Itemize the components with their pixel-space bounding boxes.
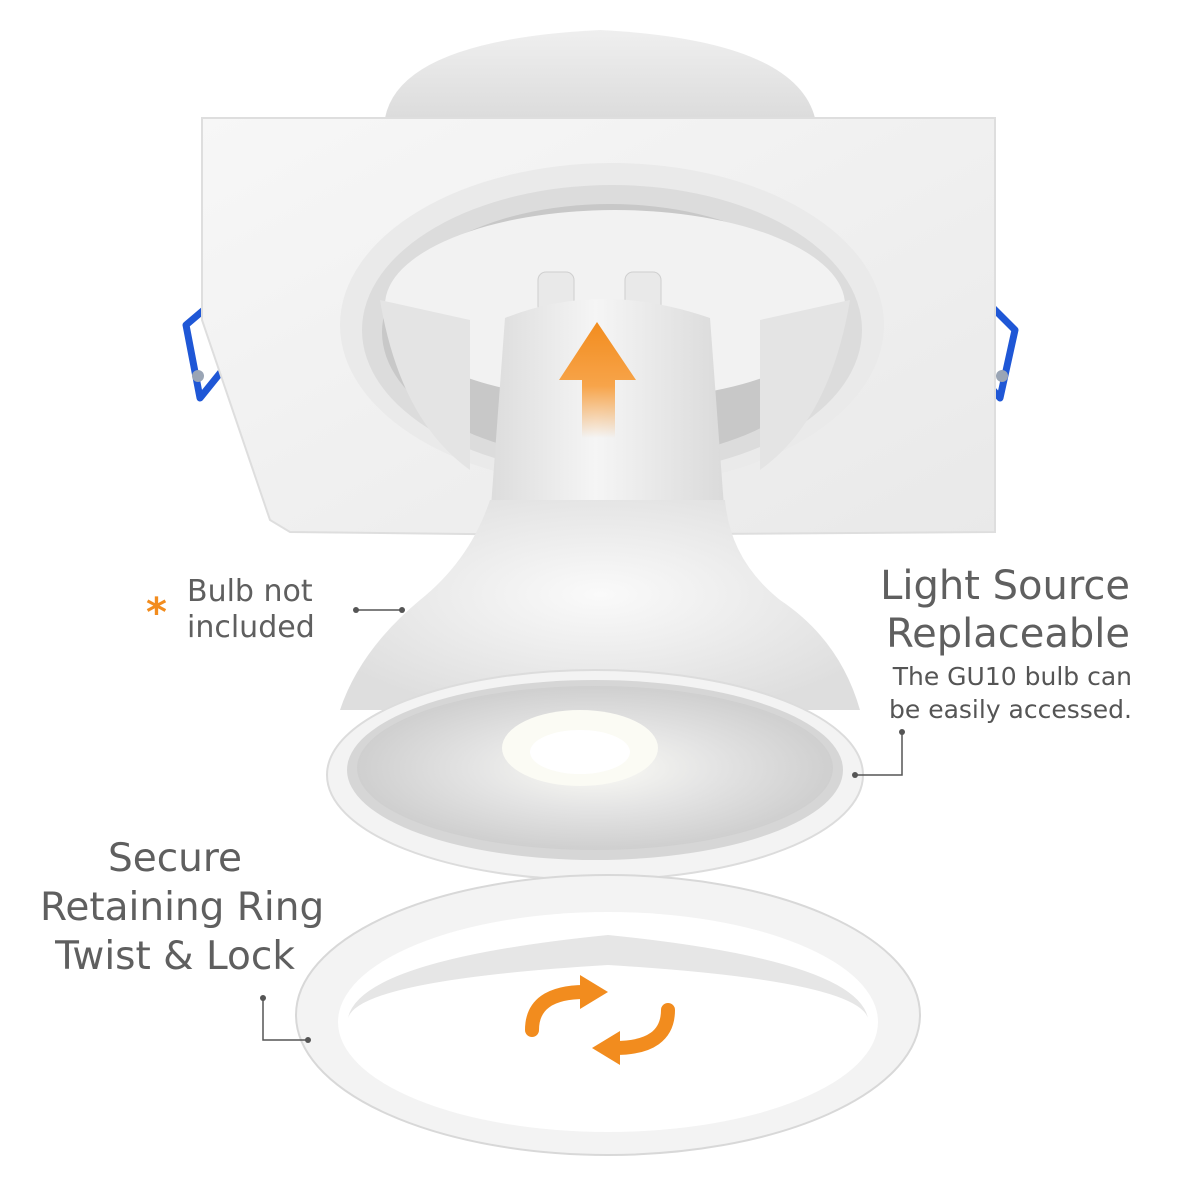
bulb-not-included-note: Bulb not included (187, 574, 315, 646)
retaining-ring-line-1: Secure (107, 836, 243, 881)
retaining-ring-title: Secure Retaining Ring Twist & Lock (40, 834, 325, 981)
retaining-ring (295, 874, 921, 1156)
light-source-title-line-1: Light Source (880, 563, 1130, 609)
light-source-description: The GU10 bulb can be easily accessed. (889, 660, 1132, 726)
retaining-ring-line-3: Twist & Lock (55, 934, 295, 979)
housing-dome (385, 30, 815, 118)
insert-arrow-icon (559, 322, 636, 438)
twist-rotate-icon (525, 985, 675, 1055)
light-source-desc-line-1: The GU10 bulb can (892, 662, 1132, 691)
retaining-ring-line-2: Retaining Ring (40, 885, 325, 930)
light-source-desc-line-2: be easily accessed. (889, 695, 1132, 724)
note-line-1: Bulb not (187, 574, 313, 609)
asterisk-icon: * (146, 590, 167, 636)
note-line-2: included (187, 610, 315, 645)
light-source-title: Light Source Replaceable (880, 562, 1130, 658)
leader-lines (262, 609, 903, 1041)
light-source-title-line-2: Replaceable (886, 611, 1130, 657)
bulb-reflector (340, 500, 860, 710)
